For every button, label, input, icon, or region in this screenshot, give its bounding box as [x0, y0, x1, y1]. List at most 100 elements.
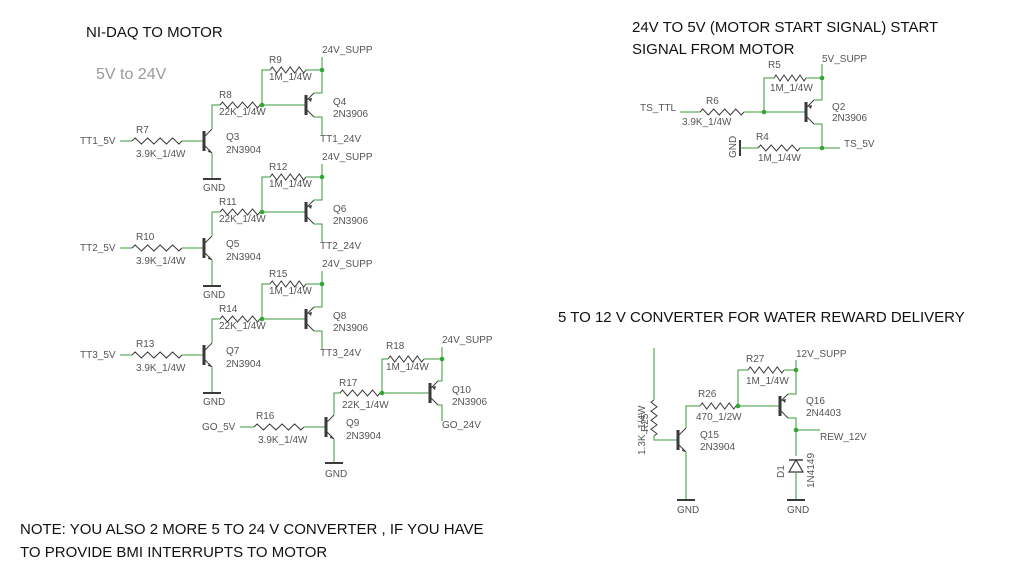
start-q2-name: Q2 [832, 102, 846, 113]
stage2-pnp-collector [314, 223, 323, 242]
water-d1-name: D1 [776, 465, 787, 478]
stage1-rin [131, 137, 183, 145]
stage4-rmid-value: 22K_1/4W [342, 400, 389, 411]
stage3-supply-label: 24V_SUPP [322, 259, 373, 270]
water-q15-base [653, 436, 678, 441]
stage4-npn-name: Q9 [346, 418, 360, 429]
stage3-pnp-lead-top [305, 306, 315, 316]
water-q16-collector [788, 417, 797, 456]
stage3-rpu [269, 280, 307, 288]
stage4-npn-type: 2N3904 [346, 431, 381, 442]
stage1-pnp-name: Q4 [333, 97, 347, 108]
stage2-output-label: TT2_24V [320, 241, 361, 252]
stage4-gnd-label: GND [325, 469, 347, 480]
water-r27-left [737, 369, 748, 406]
stage1-npn-arrow [208, 149, 212, 153]
stage1-pnp-arrow [308, 98, 312, 102]
stage2-pnp-arrow [308, 205, 312, 209]
water-r25 [650, 399, 658, 437]
stage3-rpu-value: 1M_1/4W [269, 286, 312, 297]
stage1-pu-left [261, 69, 270, 105]
stage1-rmid [219, 101, 261, 109]
stage1-gnd-label: GND [203, 183, 225, 194]
start-supply-label: 5V_SUPP [822, 54, 867, 65]
stage3-npn-lead-top [203, 342, 213, 352]
stage4-npn-arrow [330, 435, 334, 439]
stage1-pnp-lead-bottom [305, 108, 315, 118]
nidaq-title: NI-DAQ TO MOTOR [86, 24, 223, 41]
stage1-npn-type: 2N3904 [226, 145, 261, 156]
stage3-collector-wire [211, 318, 220, 343]
stage3-rmid-name: R14 [219, 304, 238, 315]
stage4-pnp-emitter [438, 359, 443, 382]
water-q15-name: Q15 [700, 430, 719, 441]
stage1-rpu-name: R9 [269, 55, 282, 66]
stage4-rin-value: 3.9K_1/4W [258, 435, 308, 446]
start-title-line2: SIGNAL FROM MOTOR [632, 41, 795, 58]
water-r27 [747, 366, 785, 374]
stage4-input-label: GO_5V [202, 422, 236, 433]
stage1-npn-name: Q3 [226, 132, 240, 143]
note-line2: TO PROVIDE BMI INTERRUPTS TO MOTOR [20, 544, 328, 561]
water-r27-value: 1M_1/4W [746, 376, 789, 387]
stage2-rin-value: 3.9K_1/4W [136, 256, 186, 267]
stage4-rpu-name: R18 [386, 341, 405, 352]
stage2-pu-left [261, 176, 270, 212]
water-r26-value: 470_1/2W [696, 412, 742, 423]
water-q16-emitter [788, 370, 797, 395]
start-gnd-label: GND [728, 136, 739, 158]
water-q16-type: 2N4403 [806, 408, 841, 419]
stage2-pnp-type: 2N3906 [333, 216, 368, 227]
water-r26 [699, 402, 737, 410]
stage1-rpu [269, 66, 307, 74]
stage2-pnp-emitter [314, 177, 323, 201]
stage1-rpu-value: 1M_1/4W [269, 72, 312, 83]
stage4-rin-name: R16 [256, 411, 275, 422]
stage4-pnp-type: 2N3906 [452, 397, 487, 408]
stage3-rin-value: 3.9K_1/4W [136, 363, 186, 374]
start-q2-type: 2N3906 [832, 113, 867, 124]
water-r25-value: 1.3K_1/4W [637, 405, 648, 455]
stage1-rin-name: R7 [136, 125, 149, 136]
stage2-rmid-value: 22K_1/4W [219, 214, 266, 225]
stage2-gnd-label: GND [203, 290, 225, 301]
start-r5-value: 1M_1/4W [770, 83, 813, 94]
stage2-pnp-lead-bottom [305, 215, 315, 225]
water-output-label: REW_12V [820, 432, 867, 443]
start-input-label: TS_TTL [640, 103, 677, 114]
stage1-rmid-name: R8 [219, 90, 232, 101]
stage4-pnp-lead-bottom [429, 396, 439, 406]
stage2-rpu-value: 1M_1/4W [269, 179, 312, 190]
stage3-pnp-arrow [308, 312, 312, 316]
water-r26-name: R26 [698, 389, 717, 400]
stage3-pnp-lead-bottom [305, 322, 315, 332]
stage1-pnp-collector [314, 116, 323, 135]
start-r6-value: 3.9K_1/4W [682, 117, 732, 128]
stage2-rin [131, 244, 183, 252]
note: NOTE: YOU ALSO 2 MORE 5 TO 24 V CONVERTE… [20, 518, 483, 564]
stage3-output-label: TT3_24V [320, 348, 361, 359]
start-output-label: TS_5V [844, 139, 875, 150]
stage2-supply-label: 24V_SUPP [322, 152, 373, 163]
stage4-npn-lead-top [325, 414, 335, 424]
stage2-npn-lead-top [203, 235, 213, 245]
stage4-rmid-name: R17 [339, 378, 358, 389]
stage3-rin [131, 351, 183, 359]
stage3-pnp-collector [314, 330, 323, 349]
start-q2-arrow [808, 105, 812, 109]
stage3-rpu-name: R15 [269, 269, 288, 280]
stage1-rin-value: 3.9K_1/4W [136, 149, 186, 160]
stage1-supply-label: 24V_SUPP [322, 45, 373, 56]
stage1-pnp-type: 2N3906 [333, 109, 368, 120]
water-q16-lead-top [779, 393, 789, 403]
stage4-rmid [339, 389, 381, 397]
stage3-pnp-name: Q8 [333, 311, 347, 322]
start-r5-left [763, 77, 774, 112]
stage3-pnp-emitter [314, 284, 323, 308]
stage4-supply-label: 24V_SUPP [442, 335, 493, 346]
start-r6-name: R6 [706, 96, 719, 107]
water-q16-name: Q16 [806, 396, 825, 407]
stage3-pu-left [261, 283, 270, 319]
stage4-rin [253, 423, 305, 431]
